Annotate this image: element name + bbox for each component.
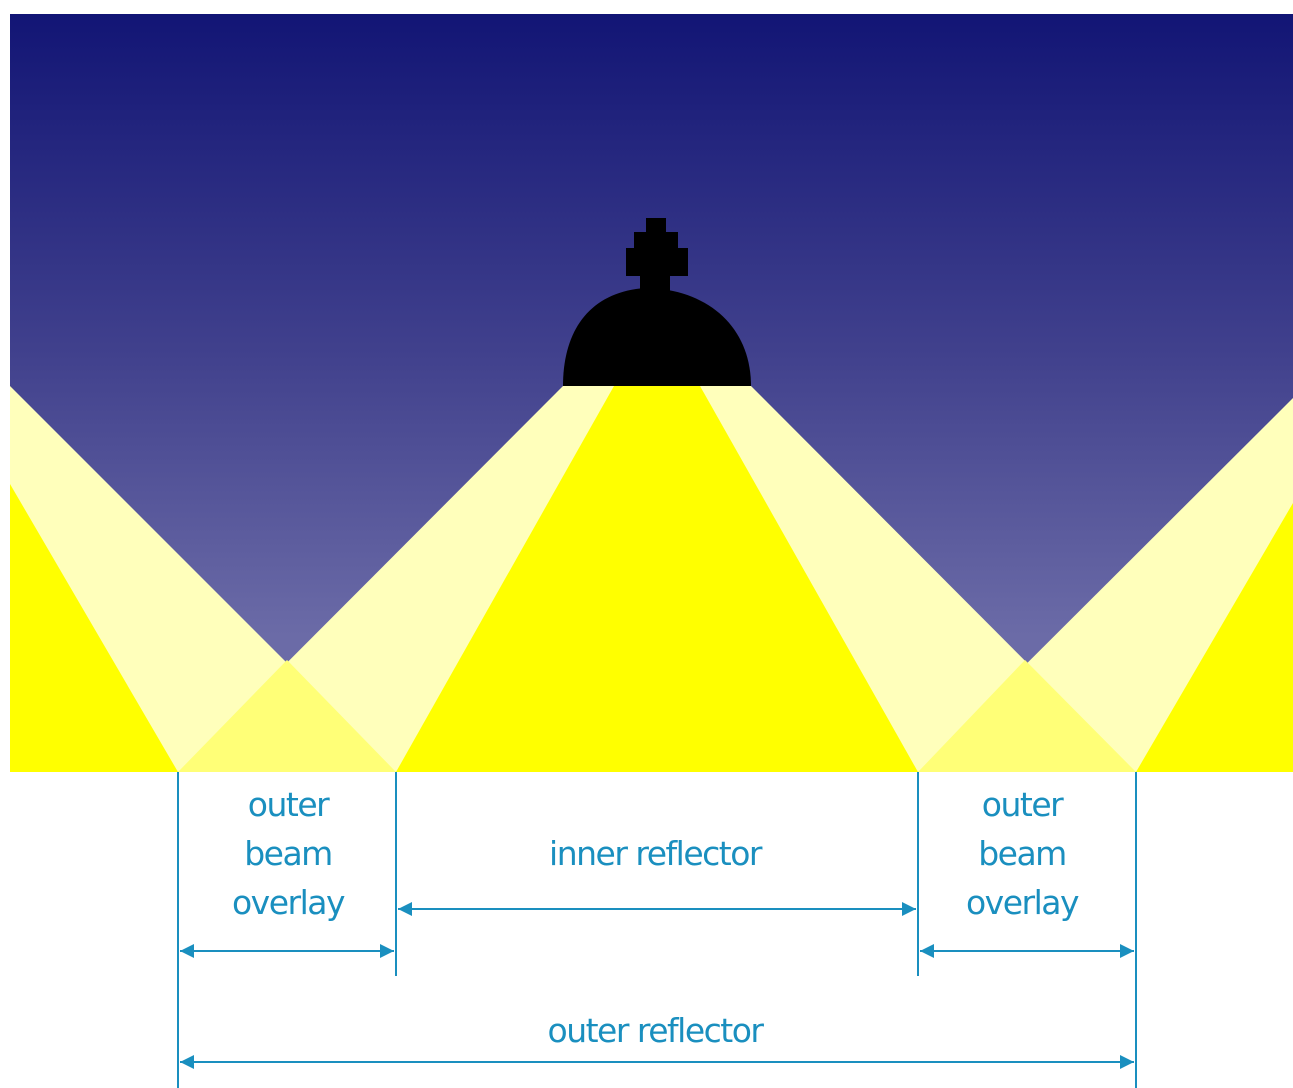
left-overlay-label-line2: beam bbox=[244, 834, 332, 873]
outer-reflector-label: outer reflector bbox=[548, 1011, 765, 1050]
right-overlay-label-line1: outer bbox=[982, 785, 1064, 824]
right-overlay-label-line3: overlay bbox=[966, 883, 1079, 922]
left-overlay-label-line1: outer bbox=[248, 785, 330, 824]
right-overlay-label-line2: beam bbox=[978, 834, 1066, 873]
left-overlay-label-line3: overlay bbox=[232, 883, 345, 922]
inner-reflector-label: inner reflector bbox=[549, 834, 763, 873]
